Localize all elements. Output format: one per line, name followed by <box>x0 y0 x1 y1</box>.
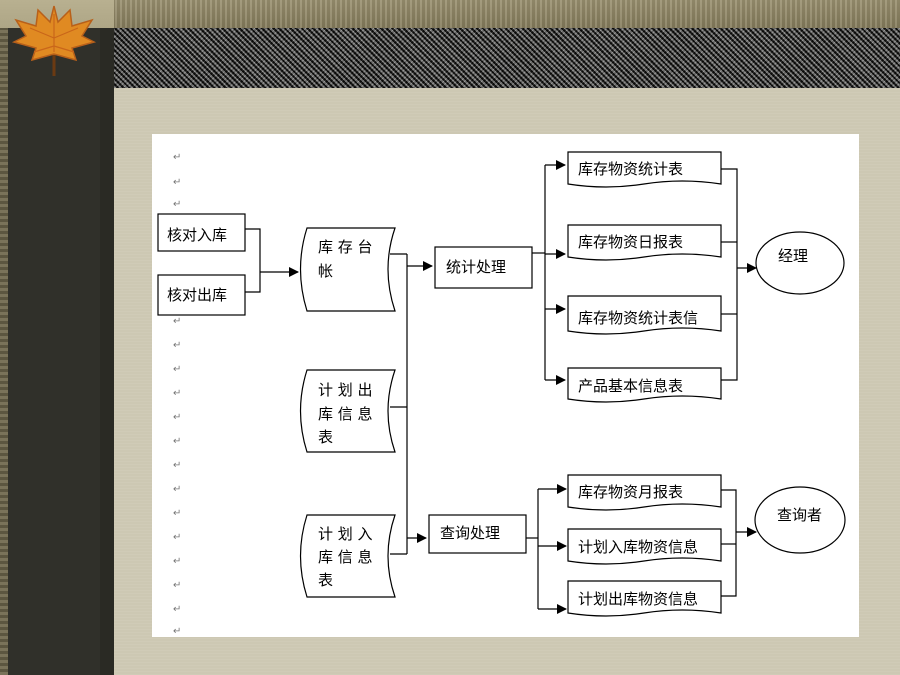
svg-text:计划出库物资信息: 计划出库物资信息 <box>578 590 698 608</box>
svg-text:表: 表 <box>318 428 333 446</box>
svg-text:帐: 帐 <box>318 262 333 280</box>
return-mark: ↵ <box>173 199 181 210</box>
verify-out-box: 核对出库 <box>157 274 246 316</box>
slide-top-border <box>0 0 900 28</box>
slide-texture-band <box>114 28 900 88</box>
plan-in-goods-doc: 计划入库物资信息 <box>567 528 722 565</box>
return-mark: ↵ <box>173 412 181 423</box>
inquirer-entity: 查询者 <box>754 486 846 554</box>
return-mark: ↵ <box>173 388 181 399</box>
return-mark: ↵ <box>173 508 181 519</box>
return-mark: ↵ <box>173 556 181 567</box>
monthly-report-doc: 库存物资月报表 <box>567 474 722 511</box>
connector-manager-bus <box>721 168 738 381</box>
query-process-box: 查询处理 <box>428 514 527 554</box>
daily-report-doc: 库存物资日报表 <box>567 224 722 261</box>
paragraph-marks: ↵ ↵ ↵ ↵ ↵ ↵ ↵ ↵ ↵ ↵ ↵ ↵ ↵ ↵ ↵ ↵ ↵ <box>173 152 181 637</box>
stat-table-doc: 库存物资统计表 <box>567 151 722 188</box>
return-mark: ↵ <box>173 580 181 591</box>
svg-text:查询者: 查询者 <box>777 506 822 524</box>
verify-in-box: 核对入库 <box>157 213 246 252</box>
return-mark: ↵ <box>173 604 181 615</box>
return-mark: ↵ <box>173 340 181 351</box>
return-mark: ↵ <box>173 316 181 327</box>
svg-text:查询处理: 查询处理 <box>440 524 500 542</box>
connector-sources <box>245 228 261 293</box>
svg-text:库 信 息: 库 信 息 <box>318 548 373 566</box>
plan-out-info-store: 计 划 出 库 信 息 表 <box>299 369 396 453</box>
ledger-store: 库 存 台 帐 <box>299 227 396 312</box>
return-mark: ↵ <box>173 436 181 447</box>
return-mark: ↵ <box>173 177 181 188</box>
data-flow-diagram: ↵ ↵ ↵ ↵ ↵ ↵ ↵ ↵ ↵ ↵ ↵ ↵ ↵ ↵ ↵ ↵ ↵ <box>152 134 859 637</box>
return-mark: ↵ <box>173 626 181 637</box>
svg-text:经理: 经理 <box>778 247 808 265</box>
return-mark: ↵ <box>173 364 181 375</box>
svg-text:计 划 出: 计 划 出 <box>318 381 373 399</box>
svg-text:库存物资统计表信: 库存物资统计表信 <box>578 309 698 327</box>
svg-text:核对出库: 核对出库 <box>167 286 227 304</box>
svg-text:计 划 入: 计 划 入 <box>318 525 373 543</box>
maple-leaf-icon <box>11 5 97 76</box>
slide-left-border <box>0 28 114 675</box>
plan-out-goods-doc: 计划出库物资信息 <box>567 580 722 617</box>
diagram-background <box>152 134 859 637</box>
svg-text:计划入库物资信息: 计划入库物资信息 <box>578 538 698 556</box>
slide-left-strip <box>0 28 8 675</box>
svg-text:库 存 台: 库 存 台 <box>318 238 373 256</box>
connector-inquirer-bus <box>721 489 737 597</box>
svg-text:库存物资月报表: 库存物资月报表 <box>578 483 683 501</box>
plan-in-info-store: 计 划 入 库 信 息 表 <box>299 514 396 598</box>
return-mark: ↵ <box>173 484 181 495</box>
svg-text:库 信 息: 库 信 息 <box>318 405 373 423</box>
manager-entity: 经理 <box>755 231 845 295</box>
stat-process-box: 统计处理 <box>434 246 533 289</box>
product-info-doc: 产品基本信息表 <box>567 367 722 403</box>
return-mark: ↵ <box>173 532 181 543</box>
svg-text:统计处理: 统计处理 <box>446 258 506 276</box>
return-mark: ↵ <box>173 152 181 163</box>
svg-text:库存物资日报表: 库存物资日报表 <box>578 233 683 251</box>
svg-text:产品基本信息表: 产品基本信息表 <box>578 377 683 395</box>
connectors <box>245 160 757 614</box>
return-mark: ↵ <box>173 460 181 471</box>
stat-info-doc: 库存物资统计表信 <box>567 295 722 335</box>
svg-text:核对入库: 核对入库 <box>167 226 227 244</box>
svg-text:库存物资统计表: 库存物资统计表 <box>578 160 683 178</box>
svg-text:表: 表 <box>318 571 333 589</box>
